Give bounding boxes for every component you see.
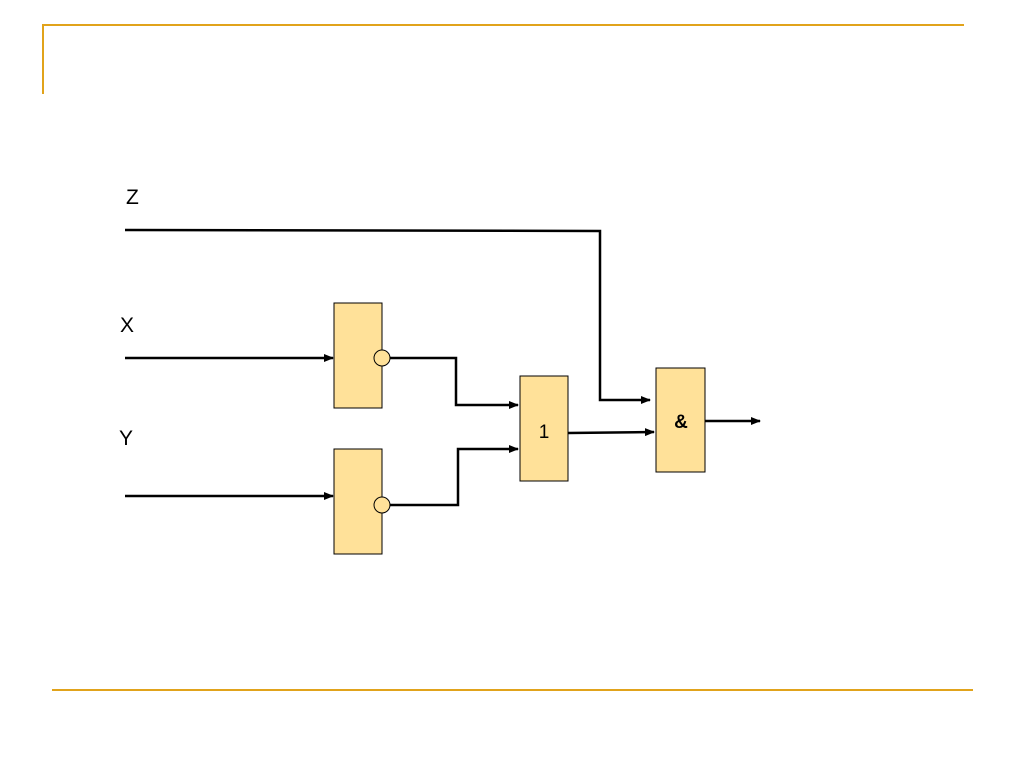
wire-not-y-to-or bbox=[390, 445, 519, 507]
or-gate bbox=[519, 375, 569, 482]
input-label-x: X bbox=[120, 314, 134, 337]
wire-z-to-and bbox=[124, 228, 651, 404]
input-label-z: Z bbox=[126, 186, 139, 209]
not-gate-x-inversion-bubble bbox=[373, 349, 391, 367]
frame-top-rule bbox=[42, 24, 964, 26]
or-gate-symbol: 1 bbox=[539, 422, 550, 443]
wire-or-to-and bbox=[567, 428, 655, 437]
and-gate bbox=[655, 367, 706, 473]
wire-not-x-to-or bbox=[390, 356, 519, 409]
frame-left-rule bbox=[42, 24, 44, 94]
not-gate-y-inversion-bubble bbox=[373, 496, 391, 514]
not-gate-y bbox=[333, 448, 383, 555]
and-gate-symbol: & bbox=[674, 412, 688, 433]
input-label-y: Y bbox=[119, 427, 133, 450]
frame-bottom-rule bbox=[52, 689, 973, 691]
